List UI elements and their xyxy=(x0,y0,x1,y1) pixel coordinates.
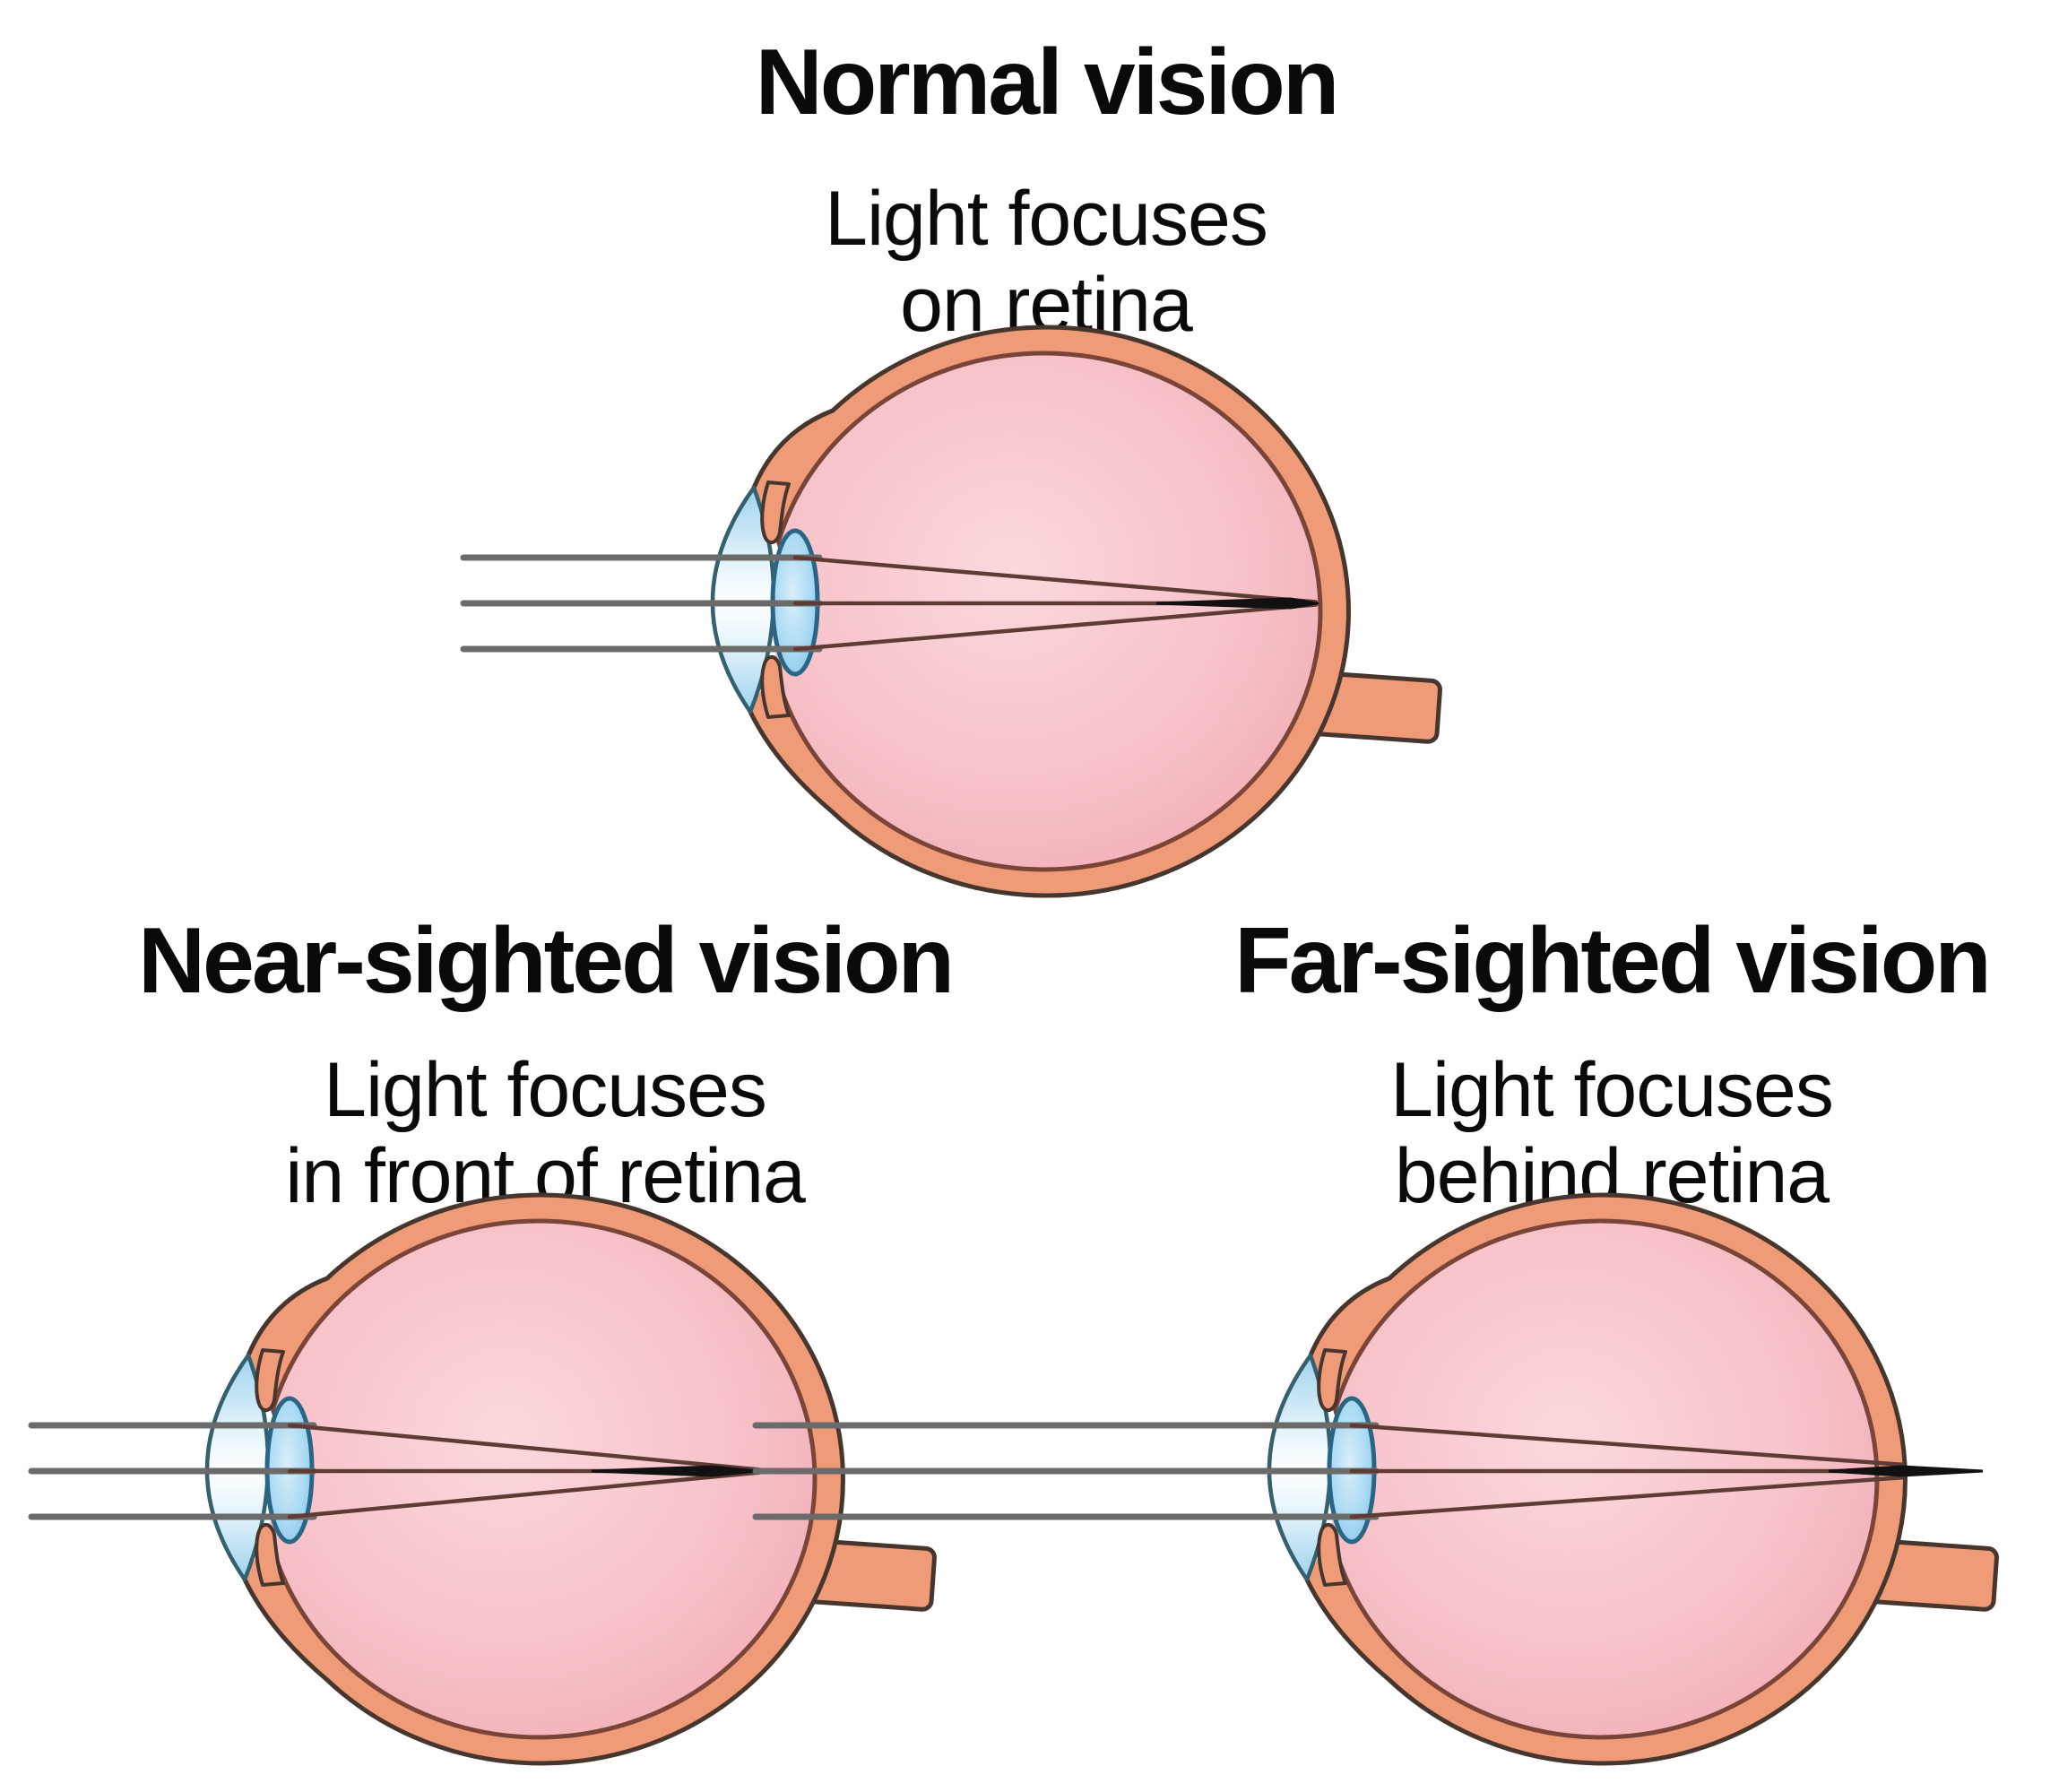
refracted-ray xyxy=(1349,1423,1905,1467)
focal-point-behind-retina xyxy=(1829,1465,1983,1477)
light-rays-normal xyxy=(460,554,1319,653)
panel-subtitle-near-sighted: Light focuses in front of retina xyxy=(52,1047,1038,1220)
subtitle-line: Light focuses xyxy=(324,1047,767,1133)
panel-subtitle-normal: Light focuses on retina xyxy=(553,176,1539,349)
panel-title-near-sighted: Near-sighted vision xyxy=(137,909,955,1013)
subtitle-line: Light focuses xyxy=(825,176,1268,262)
refracted-ray xyxy=(792,602,1319,652)
refracted-ray xyxy=(792,555,1319,604)
panel-title-far-sighted: Far-sighted vision xyxy=(1234,909,1992,1013)
refracted-ray xyxy=(1349,1475,1905,1519)
refracted-ray xyxy=(287,1423,763,1472)
subtitle-line: Light focuses xyxy=(1390,1047,1834,1133)
light-rays-near-sighted xyxy=(28,1422,763,1520)
light-rays-far-sighted xyxy=(752,1422,1983,1520)
panel-subtitle-far-sighted: Light focuses behind retina xyxy=(1119,1047,2059,1220)
eye-diagram-normal xyxy=(460,327,1440,896)
eye-diagram-far-sighted xyxy=(752,1195,1997,1763)
panel-title-normal: Normal vision xyxy=(755,30,1340,134)
eyeball-normal xyxy=(713,327,1440,896)
eyeball-near-sighted xyxy=(207,1195,935,1763)
focal-point-on-retina xyxy=(1156,597,1319,610)
focal-point-in-front-of-retina xyxy=(592,1465,763,1477)
eye-diagram-near-sighted xyxy=(28,1195,935,1763)
refracted-ray xyxy=(287,1470,763,1519)
